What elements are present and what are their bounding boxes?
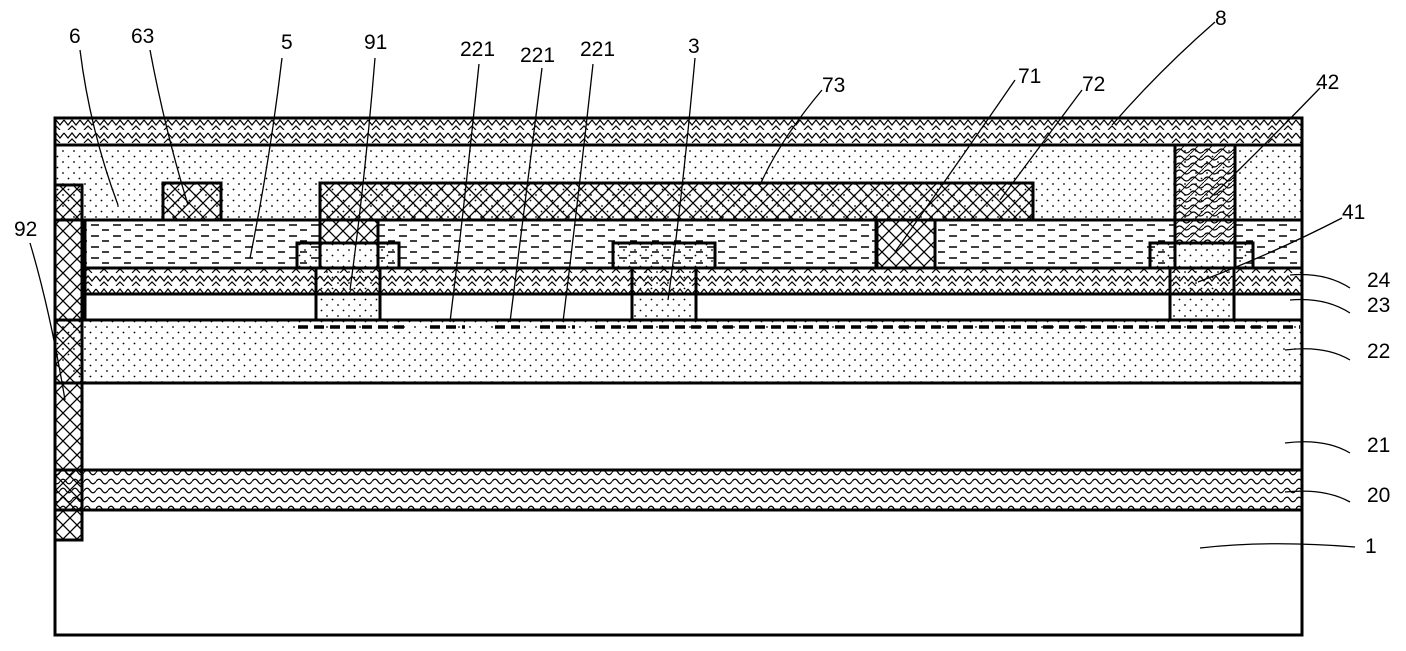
label-21: 21 [1367, 434, 1390, 457]
label-72: 72 [1082, 73, 1105, 96]
substrate-1 [53, 508, 1304, 637]
electrode-73 [318, 181, 1035, 270]
label-20: 20 [1367, 484, 1390, 507]
contact-91 [295, 241, 401, 322]
label-23: 23 [1367, 294, 1390, 317]
layer-22 [53, 318, 1304, 385]
label-92: 92 [14, 218, 37, 241]
label-41: 41 [1342, 201, 1365, 224]
layer-20 [53, 468, 1304, 512]
label-63: 63 [131, 25, 154, 48]
label-42: 42 [1316, 71, 1339, 94]
layer-21 [53, 381, 1304, 472]
label-1: 1 [1365, 535, 1377, 558]
label-3: 3 [688, 35, 700, 58]
via-42 [1173, 143, 1237, 245]
label-5: 5 [281, 31, 293, 54]
label-22: 22 [1367, 340, 1390, 363]
label-221-b: 221 [520, 44, 555, 67]
label-24: 24 [1367, 269, 1391, 292]
label-91: 91 [364, 31, 387, 54]
label-71: 71 [1018, 65, 1041, 88]
label-8: 8 [1215, 7, 1227, 30]
label-221-a: 221 [460, 38, 495, 61]
leader-lines [29, 21, 1356, 549]
gate-3 [611, 241, 717, 322]
label-6: 6 [69, 25, 81, 48]
passivation-8 [53, 116, 1304, 147]
label-221-c: 221 [580, 38, 615, 61]
pad-63 [161, 181, 223, 222]
side-conductor-92 [53, 183, 84, 542]
label-73: 73 [822, 74, 845, 97]
contact-41 [1148, 241, 1255, 322]
